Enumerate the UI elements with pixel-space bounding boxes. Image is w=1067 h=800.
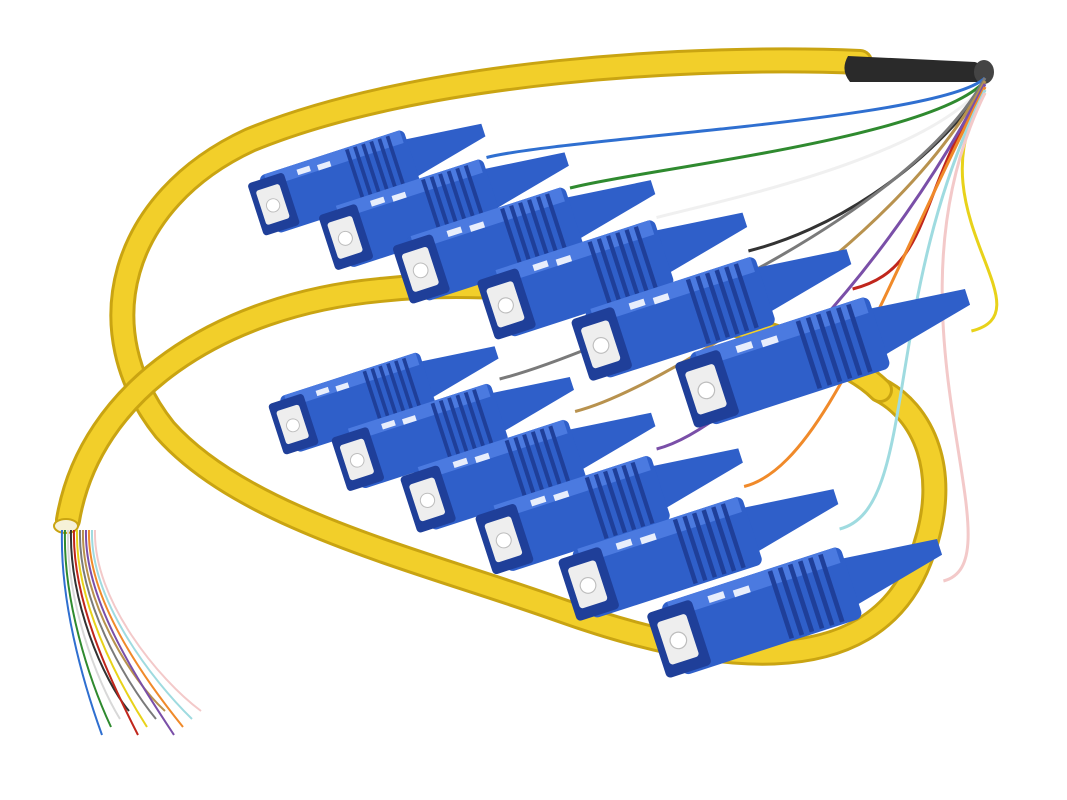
sc-connector <box>400 412 656 533</box>
sc-connector <box>477 212 748 340</box>
stripped-fiber-end <box>84 529 175 736</box>
fiber-strand <box>656 83 987 219</box>
fiber-strand <box>940 92 987 583</box>
stripped-fiber-end <box>72 529 139 736</box>
stripped-fiber-end <box>66 529 121 720</box>
breakout-boot <box>844 56 994 84</box>
sc-connector <box>558 489 839 621</box>
sc-connector <box>475 448 743 575</box>
cable-cut-end <box>53 518 79 534</box>
stripped-fiber-ends <box>60 529 202 736</box>
sc-connector <box>393 180 656 304</box>
sc-connector <box>319 152 569 270</box>
sc-connector <box>675 289 971 428</box>
stripped-fiber-end <box>90 529 193 720</box>
stripped-fiber-end <box>93 529 202 712</box>
stripped-fiber-end <box>81 529 166 712</box>
fiber-strand <box>569 79 987 190</box>
stripped-fiber-end <box>78 529 157 720</box>
sc-connector <box>248 123 486 236</box>
stripped-fiber-end <box>87 529 184 728</box>
cable-outer-loop-highlight <box>112 50 945 663</box>
sc-connector <box>268 346 499 455</box>
sc-connector <box>647 539 943 678</box>
sc-connectors <box>248 123 971 678</box>
sc-connector <box>571 249 852 381</box>
fiber-strand <box>486 76 987 159</box>
fiber-strand <box>839 89 987 531</box>
stripped-fiber-end <box>75 529 148 728</box>
sc-connector <box>331 376 575 491</box>
stripped-fiber-end <box>63 529 112 728</box>
stripped-fiber-end <box>60 529 103 736</box>
